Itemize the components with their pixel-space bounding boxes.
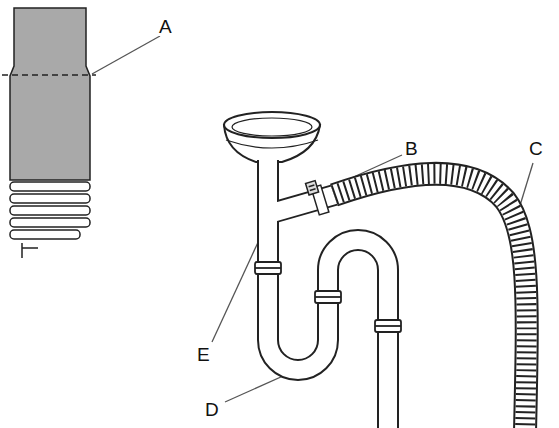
callout-letter: D: [204, 400, 220, 419]
sink-basin: [224, 112, 320, 162]
leader-lines: [92, 36, 533, 402]
cut-line: [2, 74, 96, 75]
callout-letter: C: [528, 139, 544, 158]
hose-clamp: [306, 179, 329, 216]
hose-end: [10, 8, 90, 258]
drain-hose: [334, 174, 527, 428]
callout-letter: E: [196, 345, 211, 364]
callout-letter: B: [404, 139, 419, 158]
trap-pipe: [268, 160, 388, 428]
pipe-nuts: [255, 262, 401, 332]
callout-letter: A: [158, 17, 173, 36]
